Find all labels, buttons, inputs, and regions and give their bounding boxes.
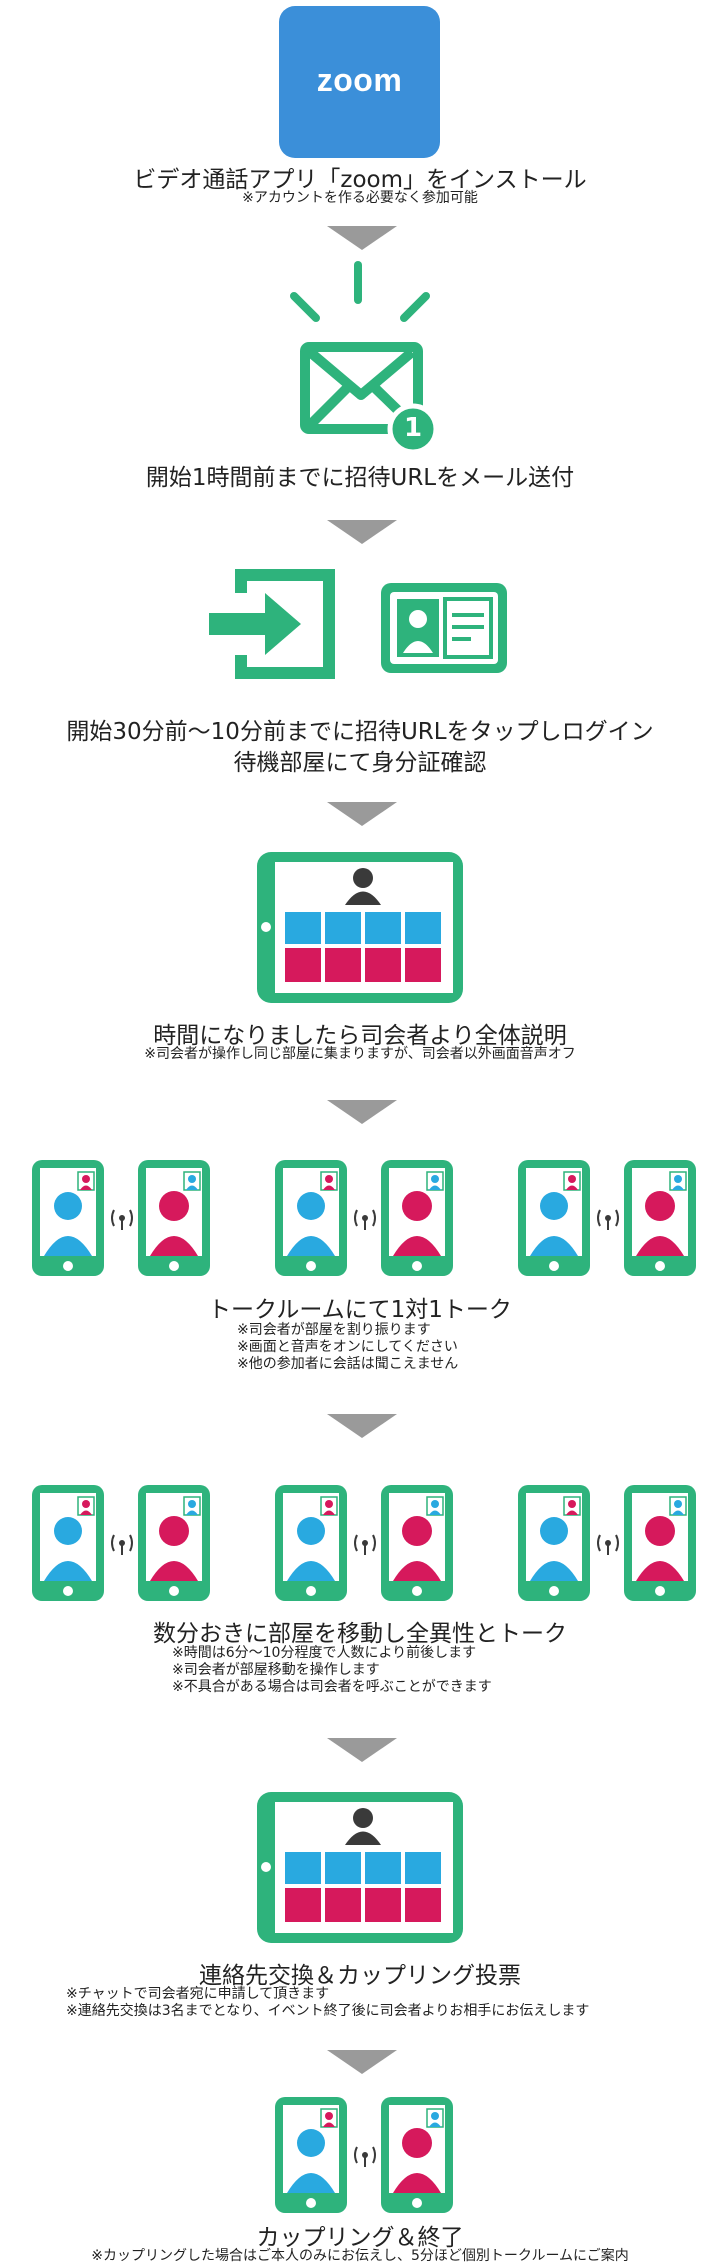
step5-notes: ※司会者が部屋を割り振ります ※画面と音声をオンにしてください ※他の参加者に会… bbox=[237, 1322, 458, 1373]
tablet-voting-icon bbox=[257, 1792, 463, 1943]
step6-note: ※司会者が部屋移動を操作します bbox=[172, 1662, 380, 1678]
down-arrow-icon bbox=[327, 1100, 397, 1124]
step1-note: ※アカウントを作る必要なく参加可能 bbox=[242, 190, 478, 206]
zoom-logo-text: zoom bbox=[316, 62, 403, 98]
step4-note: ※司会者が操作し同じ部屋に集まりますが、司会者以外画面音声オフ bbox=[144, 1046, 576, 1062]
step3-title-line2: 待機部屋にて身分証確認 bbox=[233, 750, 487, 776]
step6-note: ※不具合がある場合は司会者を呼ぶことができます bbox=[172, 1679, 492, 1695]
down-arrow-icon bbox=[327, 520, 397, 544]
down-arrow-icon bbox=[327, 2050, 397, 2074]
step5-note: ※画面と音声をオンにしてください bbox=[237, 1339, 458, 1355]
rotating-talk-pairs-icon bbox=[31, 1485, 697, 1602]
step2-title: 開始1時間前までに招待URLをメール送付 bbox=[145, 465, 575, 491]
step7-notes: ※チャットで司会者宛に申請して頂きます ※連絡先交換は3名までとなり、イベント終… bbox=[66, 1986, 589, 2020]
email-notification-icon bbox=[290, 261, 439, 455]
step3-title-line1: 開始30分前〜10分前までに招待URLをタップしログイン bbox=[66, 719, 654, 745]
step5-title: トークルームにて1対1トーク bbox=[208, 1297, 512, 1323]
zoom-app-logo: zoom bbox=[279, 6, 440, 158]
tablet-group-meeting-icon bbox=[257, 852, 463, 1003]
down-arrow-icon bbox=[327, 1414, 397, 1438]
final-couple-pair-icon bbox=[274, 2097, 454, 2214]
step5-note: ※司会者が部屋を割り振ります bbox=[237, 1322, 431, 1338]
step5-note: ※他の参加者に会話は聞こえません bbox=[237, 1356, 459, 1372]
one-on-one-talk-pairs-icon bbox=[32, 1160, 697, 1277]
step8-note: ※カップリングした場合はご本人のみにお伝えし、5分ほど個別トークルームにご案内 bbox=[91, 2248, 629, 2264]
down-arrow-icon bbox=[327, 226, 397, 250]
email-badge-count: 1 bbox=[403, 413, 423, 443]
down-arrow-icon bbox=[327, 1738, 397, 1762]
step6-note: ※時間は6分〜10分程度で人数により前後します bbox=[172, 1645, 477, 1661]
step6-notes: ※時間は6分〜10分程度で人数により前後します ※司会者が部屋移動を操作します … bbox=[172, 1645, 492, 1696]
step7-note: ※チャットで司会者宛に申請して頂きます bbox=[66, 1986, 330, 2002]
step8-title: カップリング＆終了 bbox=[256, 2225, 464, 2251]
down-arrow-icon bbox=[327, 802, 397, 826]
step7-title: 連絡先交換＆カップリング投票 bbox=[199, 1963, 521, 1989]
step7-note: ※連絡先交換は3名までとなり、イベント終了後に司会者よりお相手にお伝えします bbox=[66, 2003, 590, 2019]
step1-title: ビデオ通話アプリ「zoom」をインストール bbox=[133, 167, 587, 193]
login-and-id-card-icon bbox=[209, 569, 507, 679]
step6-title: 数分おきに部屋を移動し全異性とトーク bbox=[153, 1621, 567, 1647]
step4-title: 時間になりましたら司会者より全体説明 bbox=[153, 1023, 567, 1049]
